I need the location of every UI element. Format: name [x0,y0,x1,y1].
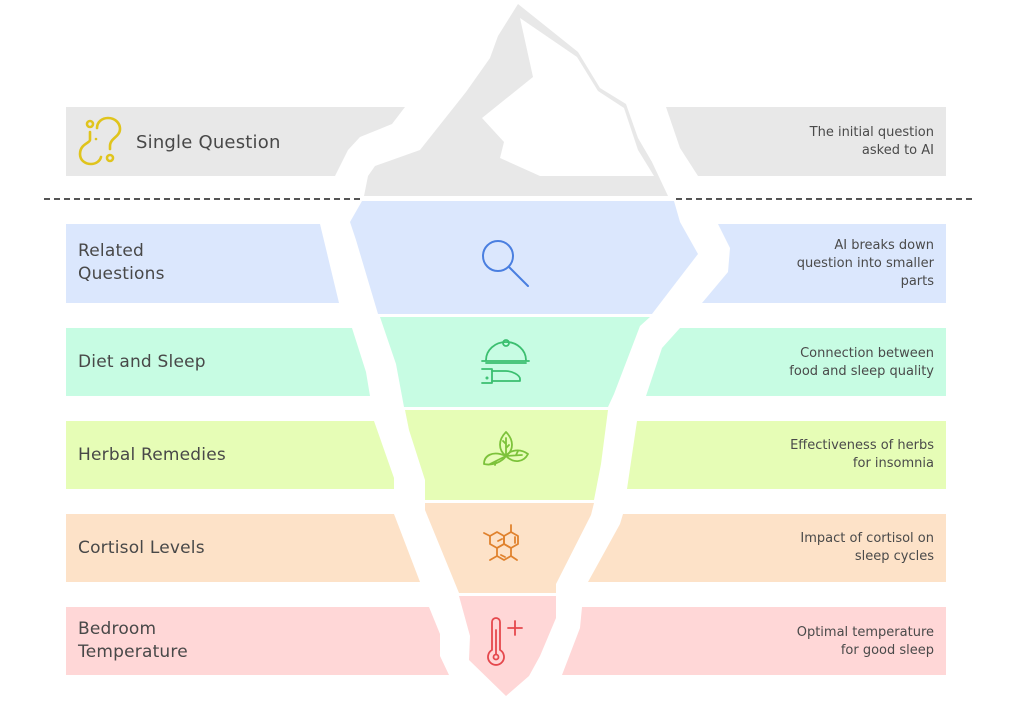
molecule-icon [482,524,530,572]
tip-description-line: The initial question [809,125,934,140]
layer-left-band [66,421,394,489]
layer-label-line: Temperature [78,642,188,662]
tip-row [66,107,946,176]
layer-center-band [350,201,698,314]
layer-description-line: sleep cycles [854,549,934,564]
question-marks-icon [74,115,124,167]
layer-center-band [380,317,650,407]
layer-center-band [459,596,556,696]
layer-diet-and-sleep [66,317,946,407]
layer-label-related-questions: Related Questions [78,240,165,286]
layer-left-band [66,514,420,582]
layer-description-line: food and sleep quality [789,364,934,379]
layer-description-line: AI breaks down [834,238,934,253]
layer-label-line: Bedroom [78,619,157,639]
iceberg-tip-highlight [482,18,654,176]
layer-right-band [702,224,946,303]
layer-label-line: Cortisol Levels [78,538,205,558]
layer-label-line: Questions [78,264,165,284]
layer-description-line: Connection between [800,346,934,361]
layer-right-band [627,421,946,489]
layer-description-line: Impact of cortisol on [800,531,934,546]
serving-cloche-icon [480,336,532,388]
layer-right-band [588,514,946,582]
tip-description: The initial question asked to AI [694,124,934,160]
tip-description-line: asked to AI [861,143,934,158]
layer-left-band [66,328,370,396]
layer-description-diet-and-sleep: Connection between food and sleep qualit… [694,345,934,381]
iceberg-tip [364,4,668,196]
layer-bedroom-temperature [66,596,946,696]
tip-left-band [66,107,405,176]
layer-label-bedroom-temperature: Bedroom Temperature [78,618,188,664]
layer-description-line: Optimal temperature [796,625,934,640]
layer-label-cortisol-levels: Cortisol Levels [78,537,205,560]
layer-description-herbal-remedies: Effectiveness of herbs for insomnia [694,437,934,473]
layer-label-line: Diet and Sleep [78,352,206,372]
layer-description-line: question into smaller [796,256,934,271]
layer-description-cortisol-levels: Impact of cortisol on sleep cycles [694,530,934,566]
magnifier-icon [480,238,532,290]
layer-label-herbal-remedies: Herbal Remedies [78,444,226,467]
thermometer-icon [486,616,526,666]
layer-left-band [66,224,339,303]
layer-label-diet-and-sleep: Diet and Sleep [78,351,206,374]
tip-right-band [666,107,946,176]
layer-description-line: for good sleep [840,643,934,658]
layer-description-related-questions: AI breaks down question into smaller par… [694,237,934,291]
layer-related-questions [66,201,946,314]
layer-description-bedroom-temperature: Optimal temperature for good sleep [694,624,934,660]
tip-label: Single Question [136,131,281,153]
layer-description-line: Effectiveness of herbs [790,438,934,453]
herb-leaves-icon [482,430,530,480]
layer-right-band [646,328,946,396]
layer-herbal-remedies [66,410,946,500]
layer-label-line: Related [78,241,144,261]
layer-right-band [562,607,946,675]
layer-left-band [66,607,449,675]
layer-label-line: Herbal Remedies [78,445,226,465]
layer-description-line: for insomnia [852,456,934,471]
layer-description-line: parts [900,274,934,289]
